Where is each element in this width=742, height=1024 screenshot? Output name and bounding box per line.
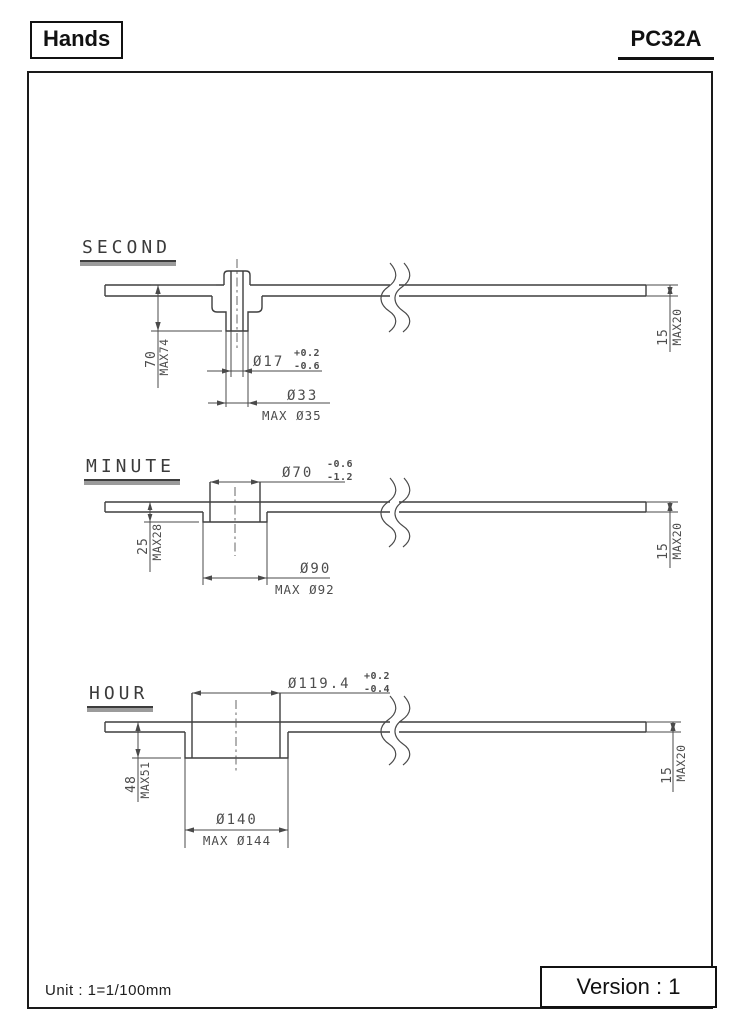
sheet-title-box: Hands	[30, 21, 124, 59]
section-label-second: SECOND	[80, 237, 177, 262]
hour-thickness-dimension: 15 MAX20	[646, 721, 688, 792]
second-height-dimension: 70 MAX74	[144, 284, 222, 388]
second-height-max: MAX74	[157, 338, 171, 375]
arrow-down-icon	[667, 503, 673, 512]
hour-bore-tol-upper: +0.2	[364, 671, 390, 682]
second-bore-tol-upper: +0.2	[294, 348, 320, 359]
second-break-gap	[390, 283, 399, 298]
hour-height-max: MAX51	[138, 761, 152, 798]
arrow-up-icon	[135, 722, 141, 731]
minute-break-icon	[394, 477, 411, 548]
second-break-icon	[380, 262, 397, 333]
minute-hand-blade-outline	[104, 501, 647, 513]
arrow-down-icon	[670, 723, 676, 732]
minute-hub-max: MAX Ø92	[275, 582, 335, 597]
minute-thickness-max: MAX20	[670, 522, 684, 559]
second-hand-view: 70 MAX74 Ø17 +0.2 -0.6 Ø33 MAX Ø35	[104, 259, 684, 423]
hour-thickness-max: MAX20	[674, 744, 688, 781]
minute-bore-dimension: Ø70 -0.6 -1.2	[210, 459, 353, 485]
second-thickness-nominal: 15	[656, 328, 671, 346]
minute-break-gap	[390, 500, 399, 514]
version-label: Version : 1	[576, 974, 681, 999]
second-thickness-dimension: 15 MAX20	[646, 284, 684, 352]
second-bore-value: Ø17	[253, 354, 284, 370]
drawing-frame	[27, 71, 713, 1009]
second-bore-tol-lower: -0.6	[294, 361, 320, 372]
arrow-down-icon	[135, 749, 141, 758]
minute-hand-view: Ø70 -0.6 -1.2 25 MAX28 Ø90 MAX Ø92	[104, 459, 684, 597]
arrow-left-icon	[192, 690, 201, 696]
minute-thickness-nominal: 15	[656, 542, 671, 560]
minute-break-icon	[380, 477, 397, 548]
minute-bore-tol-upper: -0.6	[327, 459, 353, 470]
arrow-left-icon	[210, 479, 219, 485]
minute-hub-od-dimension: Ø90 MAX Ø92	[202, 522, 335, 597]
hour-hand-view: Ø119.4 +0.2 -0.4 48 MAX51 Ø140 MAX Ø144	[104, 671, 688, 848]
hour-bore-dimension: Ø119.4 +0.2 -0.4	[192, 671, 390, 696]
arrow-left-icon	[185, 827, 194, 833]
arrow-right-icon	[258, 575, 267, 581]
second-hand-blade-outline	[104, 284, 647, 297]
hour-break-gap	[390, 720, 399, 734]
arrow-right-icon	[279, 827, 288, 833]
hour-hub-nominal: Ø140	[216, 812, 258, 828]
hour-height-nominal: 48	[124, 775, 139, 793]
hour-break-icon	[380, 695, 397, 766]
minute-height-nominal: 25	[136, 537, 151, 555]
sheet-title: Hands	[43, 26, 111, 51]
hour-hand-blade-outline	[104, 721, 647, 733]
hour-break-icon	[394, 695, 411, 766]
hour-hub-boss	[184, 732, 289, 759]
arrow-up-icon	[155, 285, 161, 294]
hour-height-dimension: 48 MAX51	[124, 722, 181, 802]
minute-hub-boss	[202, 512, 268, 523]
second-hub-bore-edges	[230, 271, 244, 331]
minute-bore-tol-lower: -1.2	[327, 472, 353, 483]
arrow-down-icon	[147, 514, 153, 522]
hour-hub-bore-edges	[191, 693, 281, 758]
minute-bore-value: Ø70	[282, 465, 313, 481]
part-number: PC32A	[618, 26, 714, 60]
minute-height-dimension: 25 MAX28	[136, 502, 199, 572]
second-height-nominal: 70	[144, 350, 159, 368]
second-bore-dimension: Ø17 +0.2 -0.6	[207, 331, 322, 377]
second-hub-collar-tube	[211, 296, 263, 332]
section-label-hour: HOUR	[87, 683, 154, 708]
second-thickness-max: MAX20	[670, 308, 684, 345]
hour-hub-max: MAX Ø144	[203, 833, 271, 848]
arrow-left-icon	[248, 400, 257, 406]
hour-bore-value: Ø119.4	[288, 676, 351, 692]
second-hub-top-boss	[223, 270, 251, 285]
minute-hub-nominal: Ø90	[300, 561, 331, 577]
minute-thickness-dimension: 15 MAX20	[646, 501, 684, 568]
arrow-down-icon	[155, 322, 161, 331]
second-break-icon	[394, 262, 411, 333]
section-label-minute: MINUTE	[84, 456, 181, 481]
arrow-down-icon	[667, 287, 673, 296]
arrow-right-icon	[271, 690, 280, 696]
second-hub-od-dimension: Ø33 MAX Ø35	[208, 331, 330, 423]
arrow-up-icon	[147, 502, 153, 510]
arrow-right-icon	[251, 479, 260, 485]
arrow-left-icon	[203, 575, 212, 581]
second-hub-nominal: Ø33	[287, 388, 318, 404]
version-box: Version : 1	[540, 966, 717, 1008]
hour-thickness-nominal: 15	[660, 766, 675, 784]
hour-hub-od-dimension: Ø140 MAX Ø144	[184, 758, 289, 848]
unit-note: Unit : 1=1/100mm	[45, 982, 172, 999]
arrow-right-icon	[217, 400, 226, 406]
hour-bore-tol-lower: -0.4	[364, 684, 390, 695]
minute-height-max: MAX28	[150, 523, 164, 560]
minute-hub-bore-edges	[209, 482, 261, 522]
second-hub-max: MAX Ø35	[262, 408, 322, 423]
